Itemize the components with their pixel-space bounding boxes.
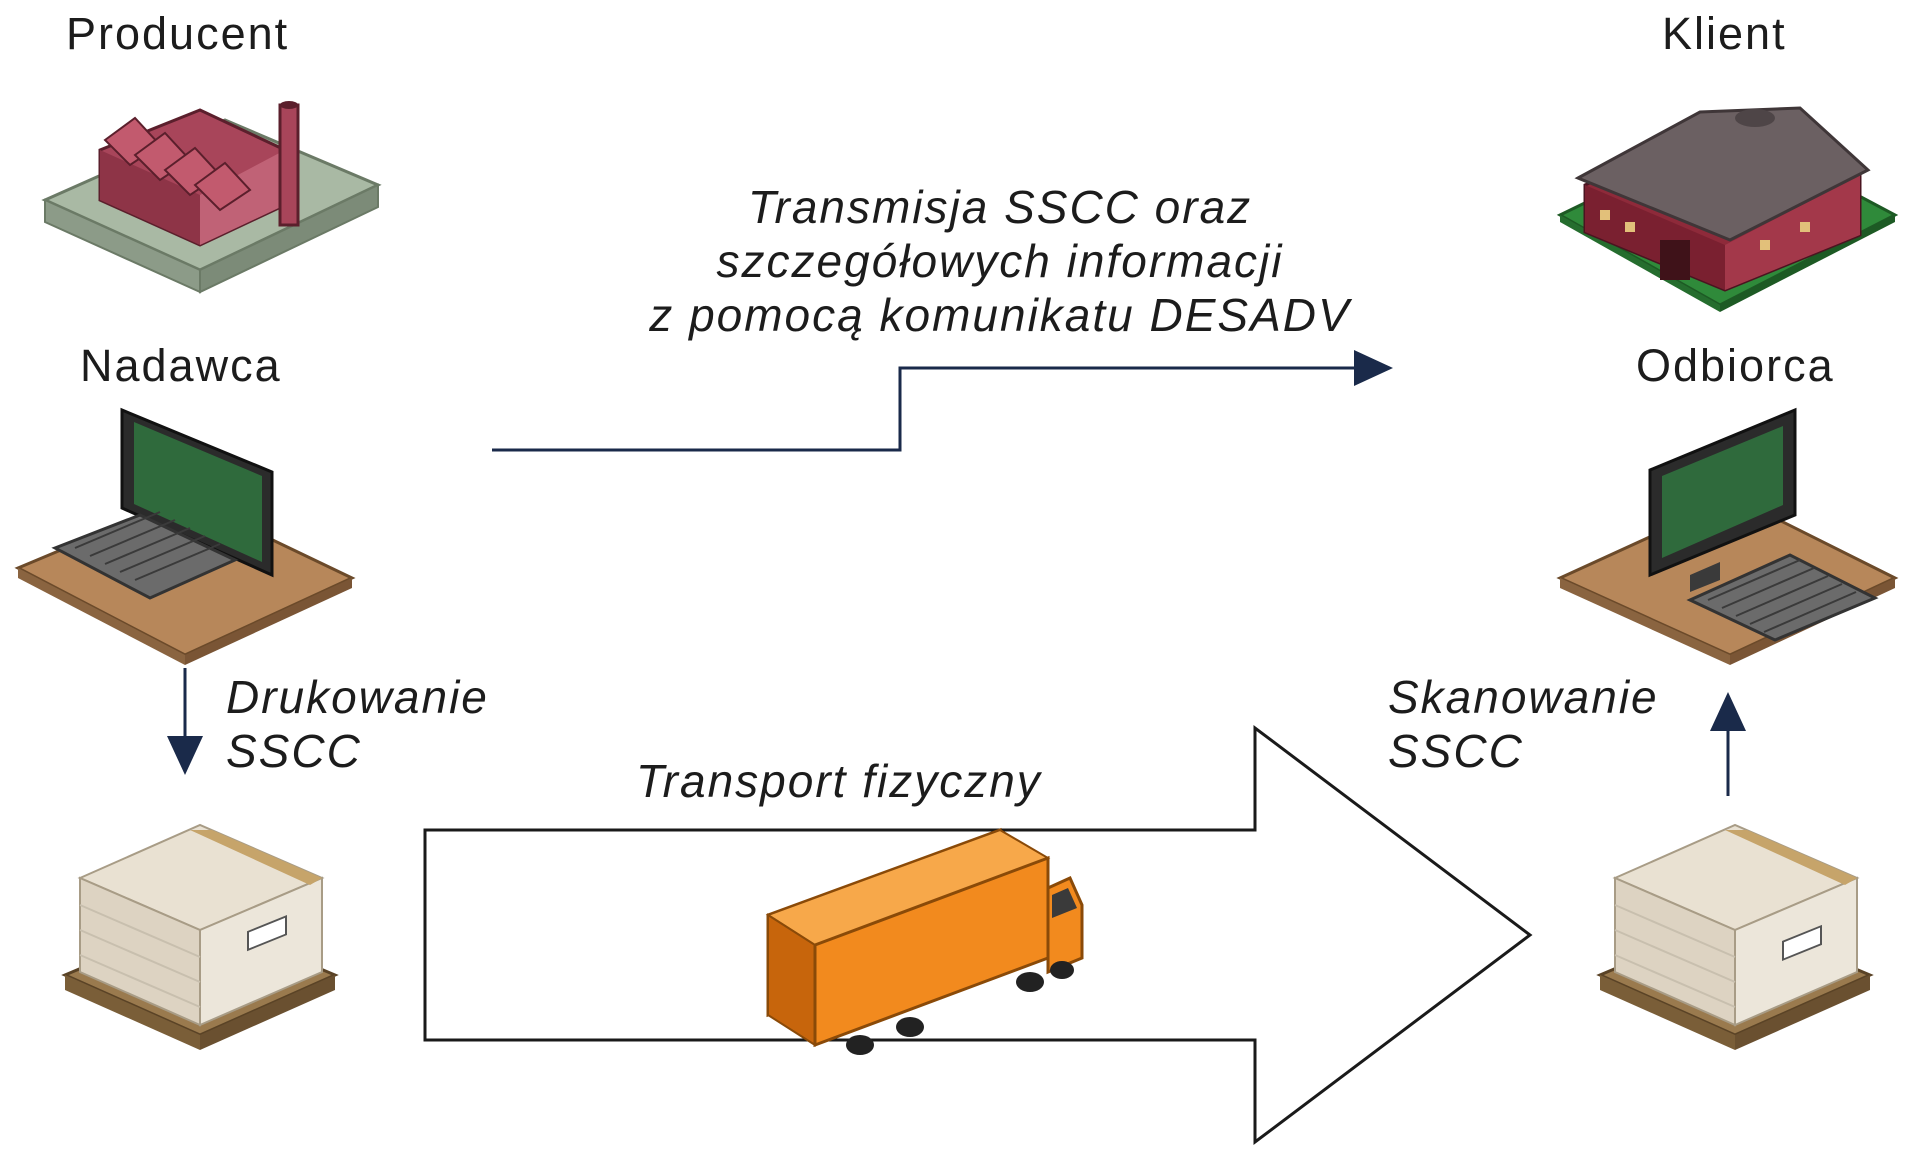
pallet-icon (61, 823, 339, 1050)
client-label: Klient (1662, 8, 1787, 59)
computer-icon (1556, 407, 1899, 665)
factory-icon (41, 101, 382, 294)
pallet-icon (1596, 823, 1874, 1050)
producer-label: Producent (66, 8, 290, 59)
truck-icon (765, 827, 1084, 1055)
transport-label: Transport fizyczny (636, 755, 1042, 807)
sender-label: Nadawca (80, 340, 282, 391)
printing-label-line: Drukowanie (226, 671, 489, 723)
warehouse-icon (1556, 106, 1899, 312)
scanning-label-line: Skanowanie (1388, 671, 1659, 723)
computer-icon (14, 407, 356, 665)
printing-label-line: SSCC (226, 725, 362, 777)
message-label-line: z pomocą komunikatu DESADV (649, 289, 1351, 341)
printing-label: Drukowanie SSCC (226, 670, 489, 778)
message-label: Transmisja SSCC oraz szczegółowych infor… (560, 180, 1440, 342)
message-label-line: Transmisja SSCC oraz (747, 181, 1253, 233)
scanning-label-line: SSCC (1388, 725, 1524, 777)
message-arrow (492, 350, 1393, 452)
receiver-label: Odbiorca (1636, 340, 1835, 391)
message-label-line: szczegółowych informacji (716, 235, 1284, 287)
scanning-label: Skanowanie SSCC (1388, 670, 1659, 778)
